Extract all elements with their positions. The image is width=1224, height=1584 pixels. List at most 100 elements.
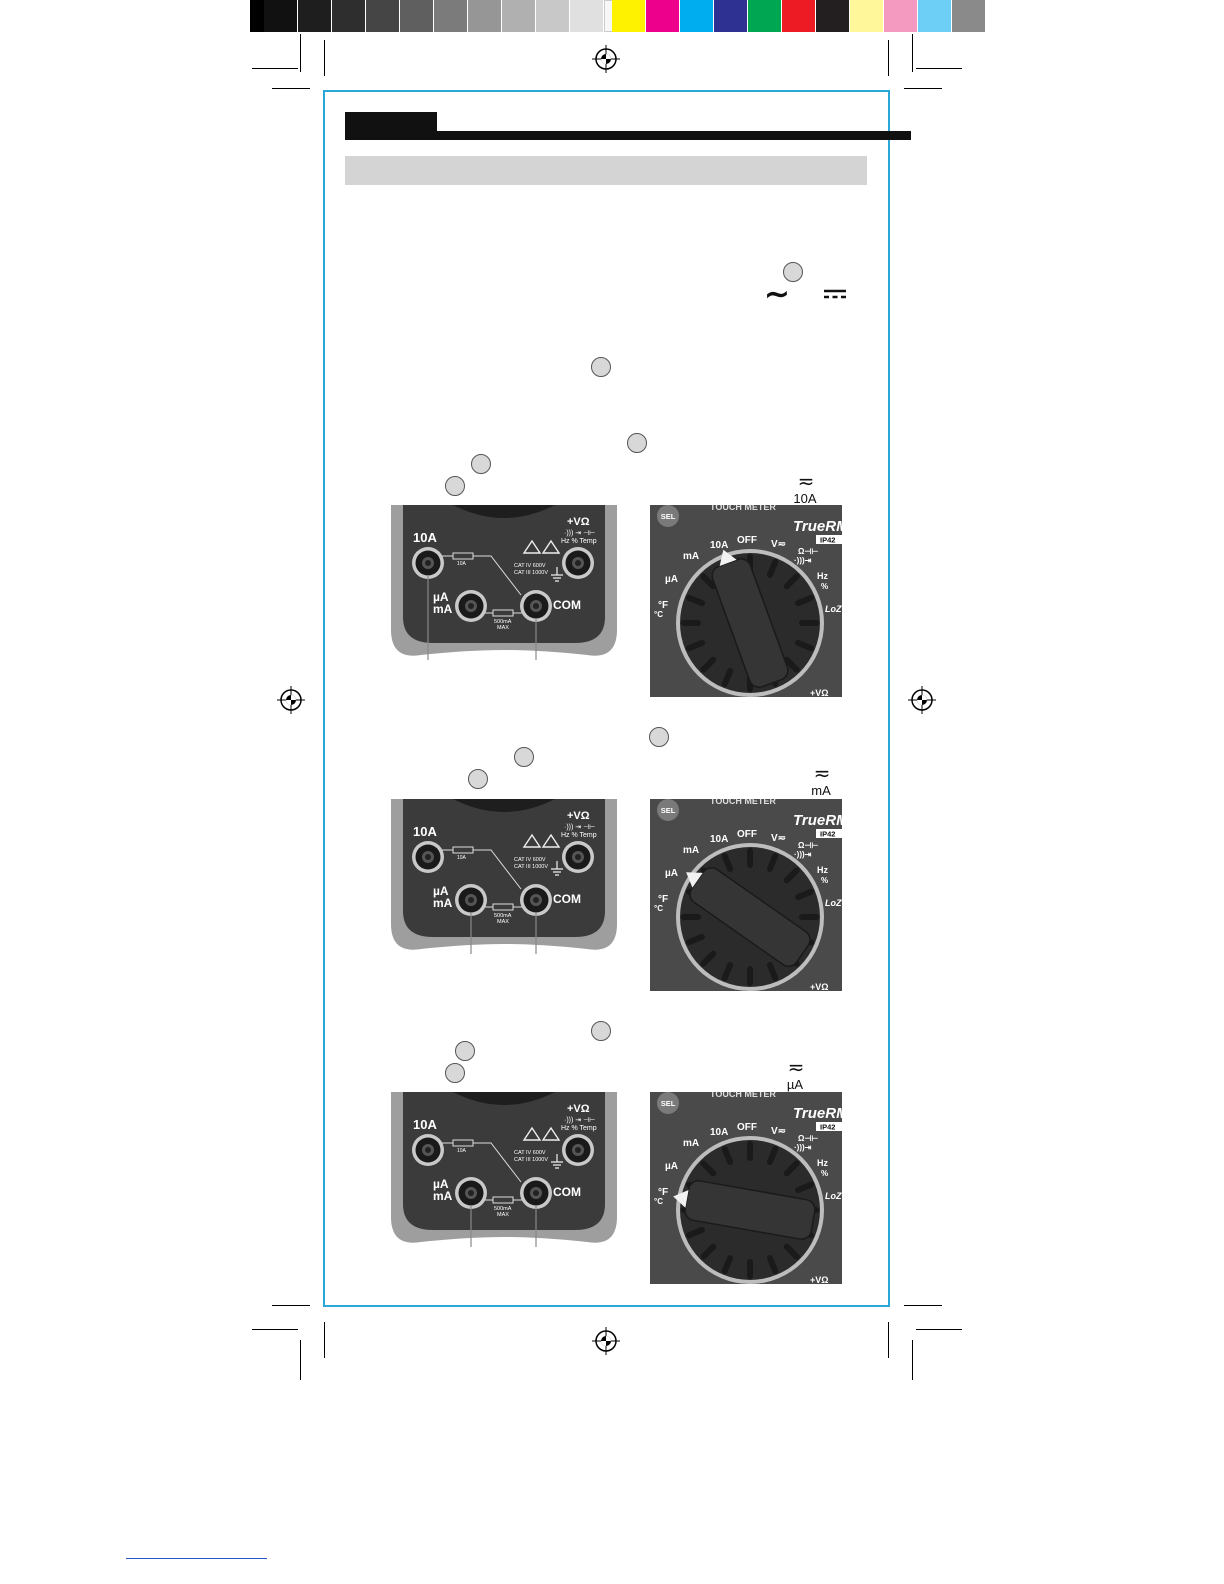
jack-label-ma: mA	[433, 1189, 453, 1203]
ip-rating: IP42	[820, 536, 835, 545]
position-ohm: Ω⊣⊢	[798, 546, 818, 556]
jack-10a-pin-core	[425, 1147, 431, 1153]
jack-ua-ma-pin-core	[468, 1190, 474, 1196]
warning-icon	[522, 1126, 561, 1141]
callout-marker	[591, 1021, 611, 1041]
ip-badge	[816, 535, 842, 544]
dial-grip-ridge	[700, 1243, 717, 1260]
ip-rating: IP42	[820, 830, 835, 839]
ground-icon	[551, 567, 563, 582]
dial-grip-ridge	[783, 573, 800, 590]
dial-grip-ridge	[783, 1160, 800, 1177]
ip-rating: IP42	[820, 1123, 835, 1132]
sel-button	[657, 505, 679, 527]
dial-pointer-bar	[673, 1180, 816, 1240]
registration-mark-right	[908, 686, 936, 714]
position-voltage-input: +VΩ	[810, 688, 828, 697]
jack-ua-ma-pin-core	[468, 897, 474, 903]
dial-grip-ridge	[721, 1255, 734, 1274]
callout-marker	[591, 357, 611, 377]
dial-grip-ridge	[700, 656, 717, 673]
gray-swatch	[298, 0, 331, 32]
jack-10a-pin-core	[425, 560, 431, 566]
jack-label-ua: µA	[433, 590, 449, 604]
dial-pointer-indicator	[719, 549, 737, 566]
jack-label-voltage: +VΩ	[567, 516, 590, 528]
jack-label-ma: mA	[433, 896, 453, 910]
position-ohm: Ω⊣⊢	[798, 840, 818, 850]
jack-label-functions: ·))) ⇥ ⊣⊢	[564, 824, 595, 831]
dial-grip-ridge	[686, 933, 705, 946]
brand-text: TOUCH METER	[710, 799, 776, 806]
truerms-label: TrueRMS	[793, 1105, 842, 1122]
sel-button-label: SEL	[661, 806, 676, 815]
warning-icon	[522, 833, 561, 848]
gray-swatch	[264, 0, 297, 32]
dial-pointer-indicator	[686, 872, 703, 888]
jack-label-ma: mA	[433, 602, 453, 616]
jack-label-com: COM	[553, 1185, 581, 1199]
ip-badge	[816, 1122, 842, 1131]
dial-grip-ridge	[721, 962, 734, 981]
jack-10a-pin-core	[425, 854, 431, 860]
callout-marker	[445, 1063, 465, 1083]
fuse-ma-max: MAX	[497, 1212, 509, 1218]
jack-label-10a: 10A	[413, 824, 437, 839]
brand-text: TOUCH METER	[710, 1092, 776, 1099]
dial-grip-ridge	[766, 1255, 779, 1274]
dial-grip-ridge	[795, 594, 814, 607]
sel-button-label: SEL	[661, 512, 676, 521]
cat-rating-2: CAT III 1000V	[514, 570, 548, 576]
gray-swatch	[332, 0, 365, 32]
jack-com-pin-core	[533, 603, 539, 609]
position-ohm: Ω⊣⊢	[798, 1133, 818, 1143]
callout-marker	[649, 727, 669, 747]
registration-mark-left	[277, 686, 305, 714]
color-swatch	[952, 0, 985, 32]
callout-marker	[471, 454, 491, 474]
color-swatch	[680, 0, 713, 32]
dial-handle	[689, 867, 811, 967]
position-voltage-input: +VΩ	[810, 982, 828, 991]
display-bezel	[453, 505, 555, 518]
section-rule	[437, 131, 911, 140]
range-10a-symbol: ≂ 10A	[793, 471, 817, 506]
color-swatch	[884, 0, 917, 32]
dial-grip-ridge	[700, 1160, 717, 1177]
position-percent: %	[821, 582, 828, 591]
gray-swatch	[570, 0, 603, 32]
position-off: OFF	[737, 829, 757, 840]
position-10a: 10A	[710, 540, 728, 551]
position-loz: LoZ	[825, 1191, 842, 1201]
position-ua: µA	[665, 1161, 678, 1172]
jack-label-hz-temp: Hz % Temp	[561, 538, 597, 545]
panel-face	[403, 1092, 605, 1230]
color-swatch	[748, 0, 781, 32]
position-fahrenheit: °F	[658, 894, 668, 905]
fuse-ma-label: 500mA	[494, 1206, 512, 1212]
ac-symbol: ∼	[764, 278, 790, 311]
position-continuity: ·)))⇥	[794, 850, 812, 859]
panel-face	[403, 799, 605, 937]
color-swatch	[918, 0, 951, 32]
cat-rating-2: CAT III 1000V	[514, 864, 548, 870]
position-10a: 10A	[710, 834, 728, 845]
gray-swatch	[366, 0, 399, 32]
dial-grip-ridge	[795, 1181, 814, 1194]
gray-swatch	[434, 0, 467, 32]
dial-grip-ridge	[686, 639, 705, 652]
jack-label-functions: ·))) ⇥ ⊣⊢	[564, 1117, 595, 1124]
cat-rating-1: CAT IV 600V	[514, 563, 546, 569]
dial-grip-ridge	[686, 594, 705, 607]
fuse-ma-max: MAX	[497, 919, 509, 925]
position-voltage-input: +VΩ	[810, 1275, 828, 1284]
cat-rating-1: CAT IV 600V	[514, 1150, 546, 1156]
jack-label-ua: µA	[433, 1177, 449, 1191]
color-swatch	[714, 0, 747, 32]
fuse-ma-label: 500mA	[494, 619, 512, 625]
jack-voltage-pin-core	[575, 1147, 581, 1153]
fuse-10a-label: 10A	[457, 1148, 467, 1154]
jack-ua-ma-pin-core	[468, 603, 474, 609]
position-fahrenheit: °F	[658, 1187, 668, 1198]
